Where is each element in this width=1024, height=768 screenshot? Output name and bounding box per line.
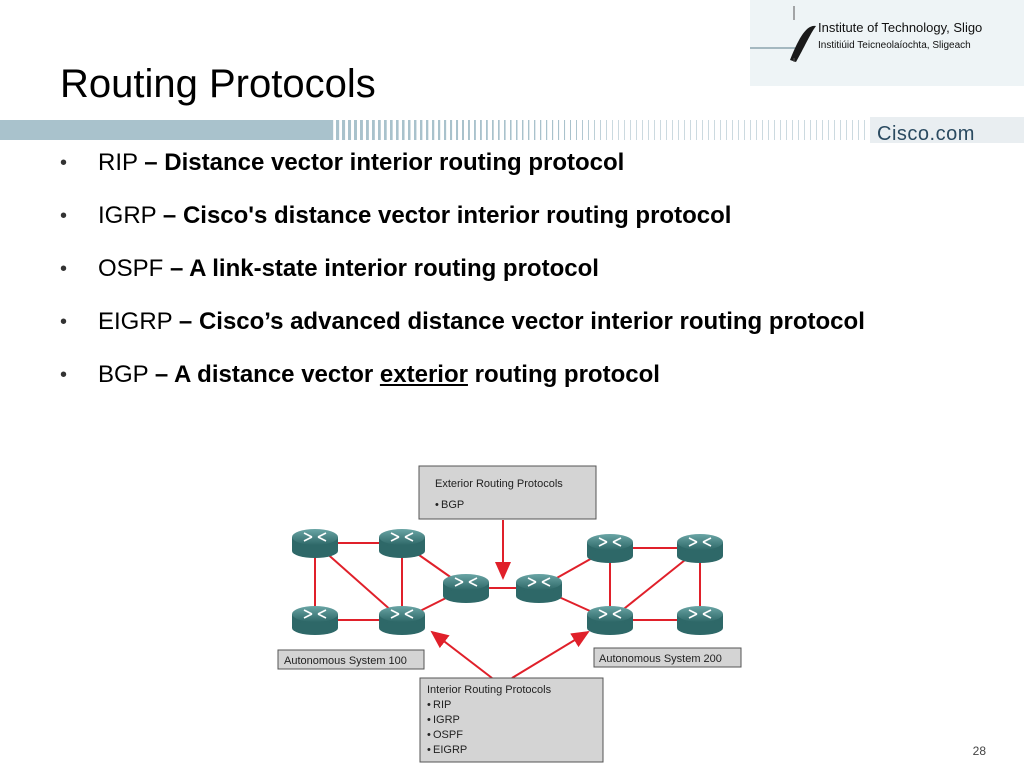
as-left-label: Autonomous System 100 — [284, 655, 407, 667]
protocol-name: BGP — [98, 361, 149, 388]
protocol-arrows — [430, 520, 590, 679]
bullet-item-ospf: • OSPF – A link-state interior routing p… — [60, 252, 990, 286]
bullet-item-eigrp: • EIGRP – Cisco’s advanced distance vect… — [60, 305, 990, 339]
protocol-description: – A link-state interior routing protocol — [170, 255, 599, 282]
interior-box-item: OSPF — [433, 729, 463, 741]
routers — [292, 529, 723, 635]
bullet-dot-icon: • — [60, 205, 68, 227]
router-icon — [587, 606, 633, 635]
router-icon — [379, 606, 425, 635]
protocol-name: RIP — [98, 149, 138, 176]
protocol-description: – Cisco's distance vector interior routi… — [162, 202, 732, 229]
logo-line-2: Institiúid Teicneolaíochta, Sligeach — [818, 40, 971, 51]
interior-box-title: Interior Routing Protocols — [427, 684, 552, 696]
svg-text:•: • — [427, 699, 431, 711]
network-links — [314, 542, 701, 621]
interior-box-item: RIP — [433, 699, 451, 711]
router-icon — [677, 606, 723, 635]
interior-box-item: EIGRP — [433, 744, 467, 756]
protocol-description: – Distance vector interior routing proto… — [144, 149, 625, 176]
protocol-name: OSPF — [98, 255, 164, 282]
bullet-item-igrp: • IGRP – Cisco's distance vector interio… — [60, 199, 990, 233]
router-icon — [292, 606, 338, 635]
bullet-dot-icon: • — [60, 258, 68, 280]
page-title: Routing Protocols — [60, 62, 376, 106]
router-icon — [379, 529, 425, 558]
protocol-description-after: routing protocol — [474, 361, 660, 388]
as-right-label-box: Autonomous System 200 — [593, 647, 742, 668]
exterior-box-item-bullet: • — [435, 499, 439, 511]
bullet-item-bgp: • BGP – A distance vector exterior routi… — [60, 358, 990, 392]
protocol-description-before: – A distance vector — [154, 361, 374, 388]
bullet-dot-icon: • — [60, 311, 68, 333]
router-icon — [516, 574, 562, 603]
institute-logo — [750, 0, 1024, 86]
protocol-name: IGRP — [98, 202, 157, 229]
cisco-brand: Cisco.com — [877, 123, 975, 145]
interior-box-item: IGRP — [433, 714, 460, 726]
svg-text:•: • — [427, 744, 431, 756]
bullet-item-rip: • RIP – Distance vector interior routing… — [60, 146, 990, 180]
bullet-dot-icon: • — [60, 152, 68, 174]
arrow-interior-left — [430, 630, 493, 679]
logo-line-1: Institute of Technology, Sligo — [818, 20, 983, 35]
arrow-interior-right — [511, 630, 590, 679]
protocol-description-emphasis: exterior — [379, 361, 468, 388]
as-right-label: Autonomous System 200 — [599, 653, 722, 665]
protocol-name: EIGRP — [98, 308, 173, 335]
interior-protocols-box: Interior Routing Protocols •RIP •IGRP •O… — [419, 677, 604, 763]
logo-swoosh-icon — [750, 6, 816, 62]
svg-text:•: • — [427, 729, 431, 741]
page-number: 28 — [972, 744, 986, 758]
router-icon — [292, 529, 338, 558]
header-band — [0, 117, 1024, 143]
exterior-box-item: BGP — [441, 499, 464, 511]
router-icon — [677, 534, 723, 563]
exterior-protocols-box: Exterior Routing Protocols • BGP — [418, 465, 597, 520]
exterior-box-title: Exterior Routing Protocols — [435, 478, 563, 490]
protocol-description: – Cisco’s advanced distance vector inter… — [178, 308, 865, 335]
router-icon — [443, 574, 489, 603]
router-icon — [587, 534, 633, 563]
svg-text:•: • — [427, 714, 431, 726]
bullet-dot-icon: • — [60, 364, 68, 386]
as-left-label-box: Autonomous System 100 — [277, 649, 425, 670]
bullet-list: • RIP – Distance vector interior routing… — [60, 146, 990, 411]
